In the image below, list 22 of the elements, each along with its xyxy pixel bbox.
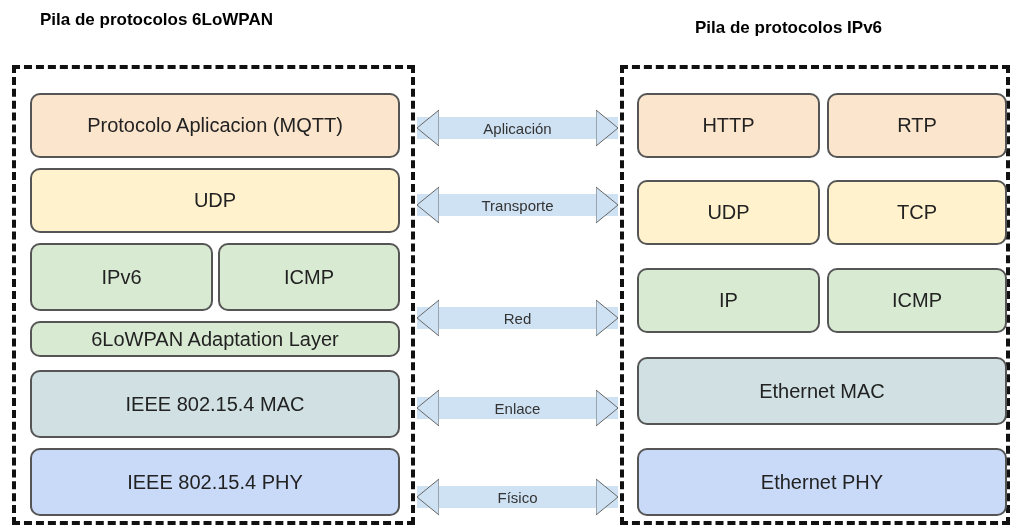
- double-arrow: [416, 109, 619, 147]
- protocol-layer-box: RTP: [827, 93, 1007, 158]
- protocol-layer-box: IP: [637, 268, 820, 333]
- double-arrow: [416, 299, 619, 337]
- double-arrow: [416, 478, 619, 516]
- protocol-layer-box: IEEE 802.15.4 PHY: [30, 448, 400, 516]
- protocol-layer-box: HTTP: [637, 93, 820, 158]
- protocol-layer-box: IPv6: [30, 243, 213, 311]
- double-arrow: [416, 389, 619, 427]
- protocol-layer-box: TCP: [827, 180, 1007, 245]
- stack-heading: Pila de protocolos IPv6: [695, 18, 883, 38]
- protocol-layer-box: UDP: [30, 168, 400, 233]
- protocol-layer-box: ICMP: [827, 268, 1007, 333]
- protocol-layer-box: UDP: [637, 180, 820, 245]
- protocol-layer-box: ICMP: [218, 243, 400, 311]
- protocol-layer-box: 6LoWPAN Adaptation Layer: [30, 321, 400, 357]
- protocol-layer-box: Protocolo Aplicacion (MQTT): [30, 93, 400, 158]
- protocol-layer-box: Ethernet MAC: [637, 357, 1007, 425]
- double-arrow: [416, 186, 619, 224]
- protocol-layer-box: IEEE 802.15.4 MAC: [30, 370, 400, 438]
- protocol-layer-box: Ethernet PHY: [637, 448, 1007, 516]
- stack-heading: Pila de protocolos 6LoWPAN: [40, 10, 273, 30]
